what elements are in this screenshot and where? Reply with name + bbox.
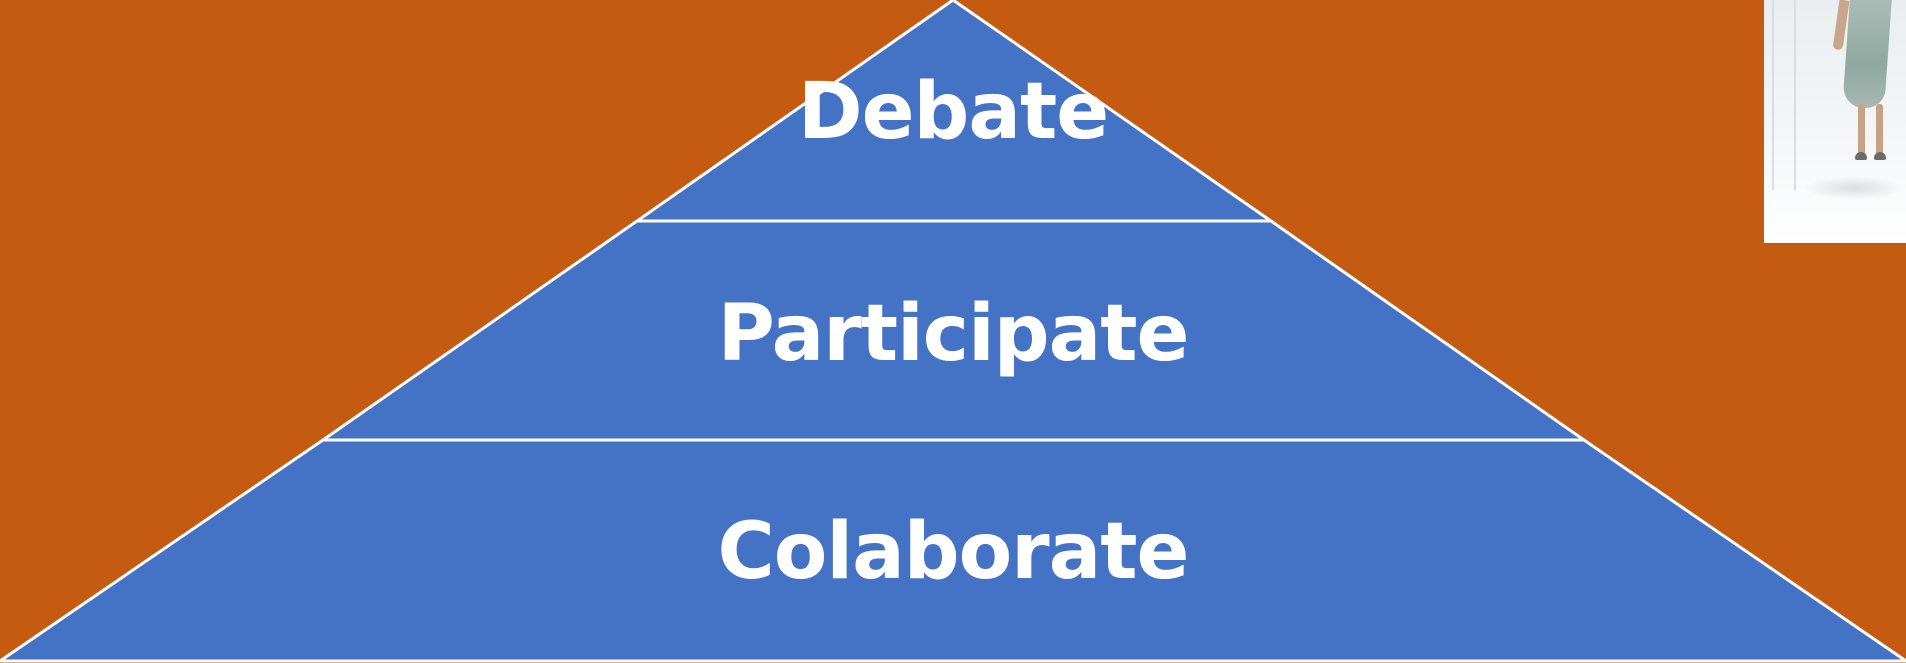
- photo-shoe-shape: [1855, 152, 1867, 160]
- photo-floor-shadow: [1804, 176, 1904, 200]
- pyramid-tier-middle-label: Participate: [718, 289, 1189, 379]
- pyramid-tier-top-label: Debate: [798, 67, 1108, 157]
- photo-leg-shape: [1858, 104, 1865, 156]
- walking-person-photo-icon: [1764, 0, 1906, 243]
- photo-leg-shape: [1876, 104, 1883, 156]
- pyramid-tier-bottom: [0, 438, 1906, 663]
- pyramid-tier-bottom-label: Colaborate: [718, 507, 1189, 597]
- window-pane-divider: [1772, 0, 1774, 190]
- photo-shoe-shape: [1874, 152, 1886, 160]
- window-pane-divider: [1794, 0, 1796, 190]
